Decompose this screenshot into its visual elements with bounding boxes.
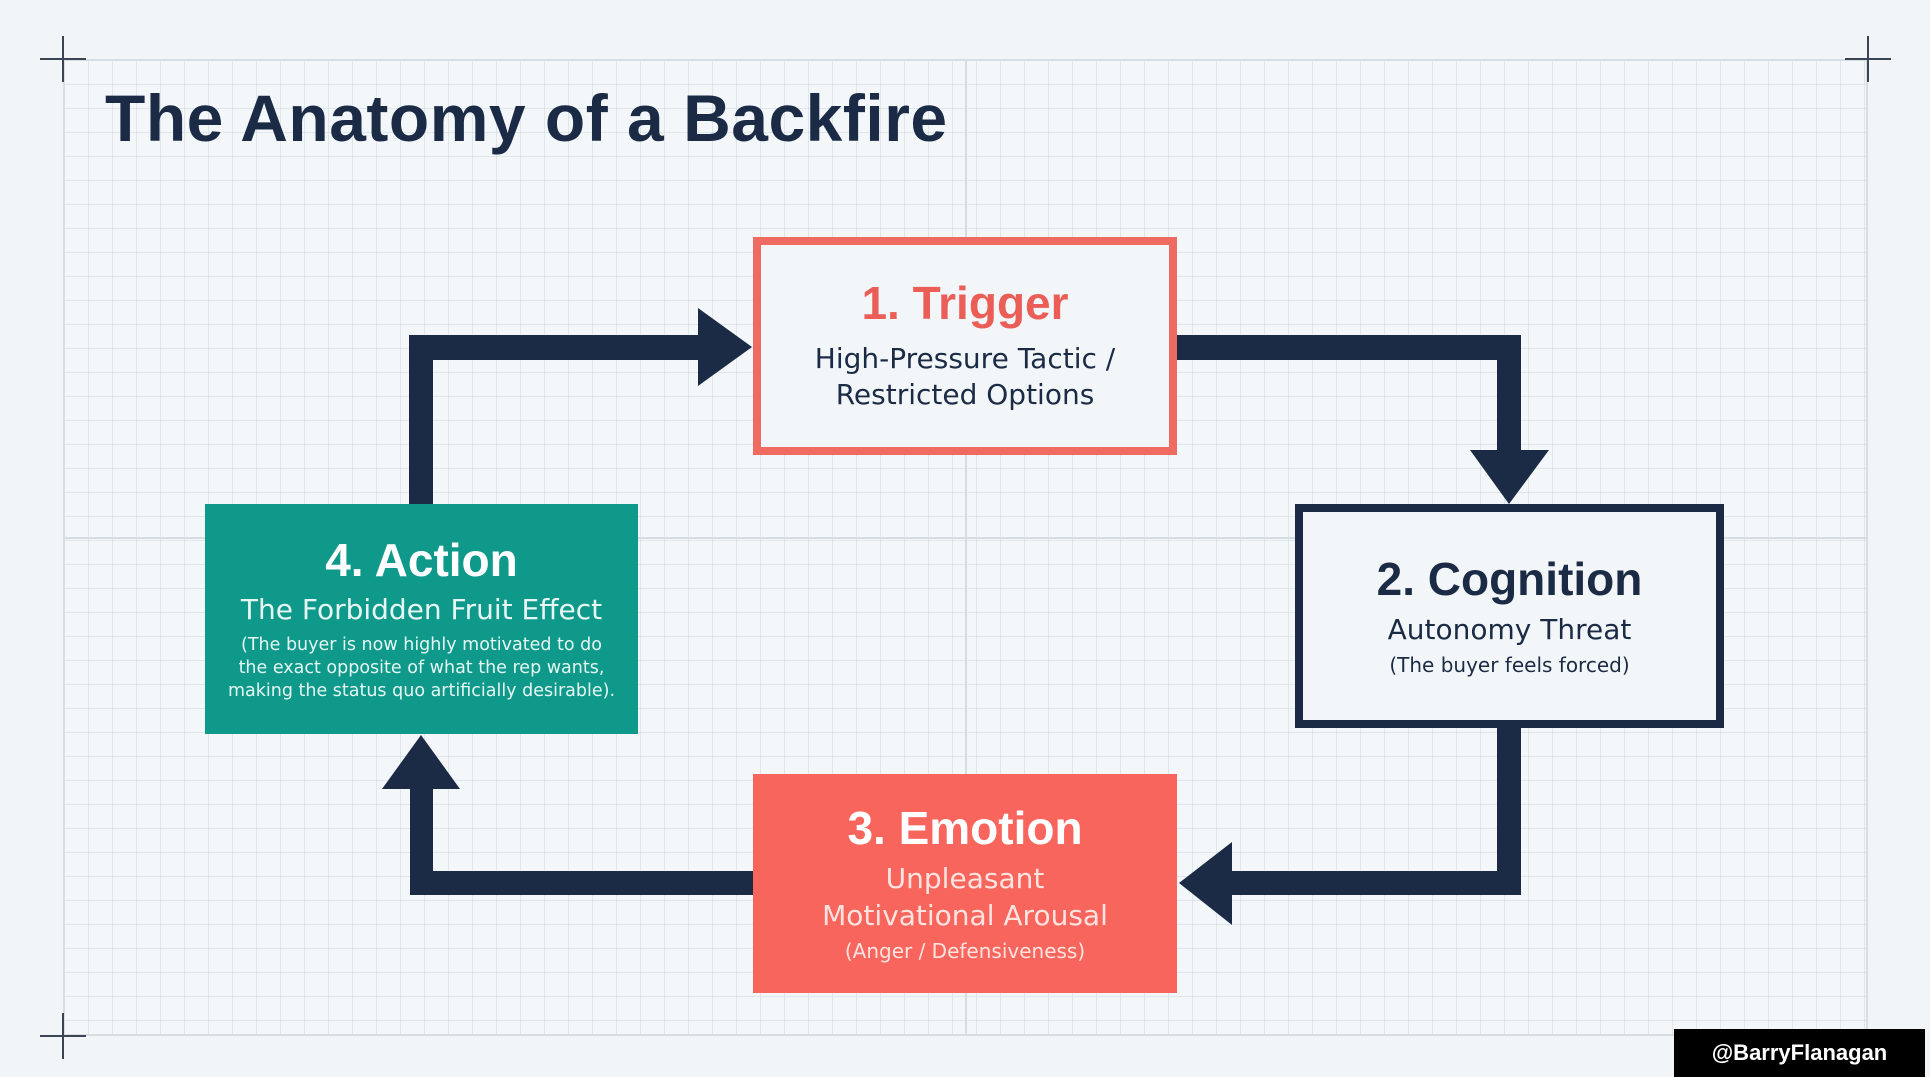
- step-emotion-heading: 3. Emotion: [847, 801, 1083, 854]
- step-trigger-box: 1. Trigger High-Pressure Tactic / Restri…: [753, 237, 1177, 455]
- step-cognition-heading: 2. Cognition: [1376, 552, 1643, 605]
- step-emotion-line1: Unpleasant: [885, 862, 1045, 896]
- arrow-action-to-trigger: [409, 308, 752, 505]
- step-action-heading: 4. Action: [325, 534, 518, 587]
- crosshair-bottom-left-icon: [40, 1013, 86, 1059]
- step-action-box: 4. Action The Forbidden Fruit Effect (Th…: [205, 504, 638, 734]
- arrow-head-right-icon: [698, 308, 752, 386]
- step-action-note-line3: making the status quo artificially desir…: [227, 680, 616, 701]
- step-emotion-box: 3. Emotion Unpleasant Motivational Arous…: [753, 774, 1177, 993]
- step-emotion-note: (Anger / Defensiveness): [844, 939, 1086, 964]
- arrow-head-left-icon: [1179, 842, 1232, 925]
- grid-major-vertical: [965, 59, 967, 1036]
- arrow-head-up-icon: [382, 735, 460, 789]
- step-trigger-heading: 1. Trigger: [861, 277, 1069, 330]
- step-action-subtitle: The Forbidden Fruit Effect: [240, 592, 603, 626]
- crosshair-top-left-icon: [40, 36, 86, 82]
- grid-major-horizontal: [63, 537, 1868, 539]
- crosshair-top-right-icon: [1845, 36, 1891, 82]
- step-cognition-box: 2. Cognition Autonomy Threat (The buyer …: [1295, 504, 1724, 728]
- step-cognition-subtitle: Autonomy Threat: [1387, 613, 1632, 647]
- arrow-shaft-vertical: [1497, 335, 1521, 453]
- page-title: The Anatomy of a Backfire: [105, 81, 948, 155]
- step-action-note: (The buyer is now highly motivated to do…: [228, 634, 615, 702]
- arrow-shaft-horizontal: [1177, 335, 1521, 360]
- step-action-note-line2: the exact opposite of what the rep wants…: [238, 658, 605, 679]
- arrow-shaft-vertical: [409, 335, 433, 505]
- step-trigger-line1: High-Pressure Tactic /: [814, 341, 1116, 375]
- arrow-shaft-horizontal: [1229, 871, 1521, 895]
- step-cognition-note: (The buyer feels forced): [1389, 653, 1630, 678]
- watermark-badge: @BarryFlanagan: [1674, 1029, 1925, 1077]
- arrow-head-down-icon: [1470, 450, 1549, 504]
- arrow-shaft-vertical: [1497, 728, 1521, 895]
- step-action-note-line1: (The buyer is now highly motivated to do: [241, 635, 602, 656]
- step-emotion-line2: Motivational Arousal: [822, 898, 1108, 932]
- arrow-trigger-to-cognition: [1177, 335, 1549, 504]
- step-trigger-line2: Restricted Options: [835, 378, 1095, 412]
- arrow-cognition-to-emotion: [1179, 728, 1521, 925]
- arrow-emotion-to-action: [382, 735, 754, 895]
- arrow-shaft-horizontal: [410, 871, 754, 895]
- arrow-shaft-vertical: [410, 786, 433, 895]
- arrow-shaft-horizontal: [409, 335, 701, 360]
